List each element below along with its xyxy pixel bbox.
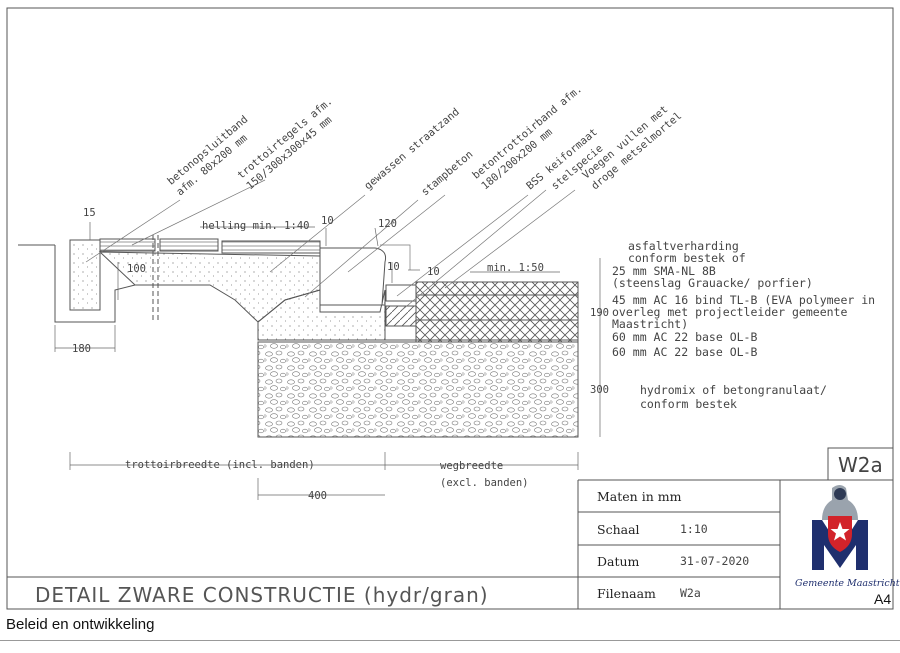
sma-layer	[415, 281, 579, 296]
logo-figure-icon	[822, 485, 858, 520]
dim-400: 400	[308, 490, 327, 502]
cross-section	[18, 235, 579, 438]
dim-min150: min. 1:50	[487, 262, 544, 274]
tb-maten: Maten in mm	[597, 489, 682, 504]
dim-wegbreedte: wegbreedte	[440, 460, 503, 472]
trottoirtegel-3	[221, 240, 321, 254]
dim-300: 300	[590, 384, 609, 396]
footer-divider	[0, 640, 900, 641]
dim-wegbreedte-excl: (excl. banden)	[440, 477, 529, 489]
drawing-title: DETAIL ZWARE CONSTRUCTIE (hydr/gran)	[35, 583, 489, 607]
dim-120: 120	[378, 218, 397, 230]
dim-trottoirbreedte: trottoirbreedte (incl. banden)	[125, 459, 315, 471]
label-trottoirtegels: trottoirtegels afm.	[235, 95, 335, 181]
betonopsluitband	[69, 239, 101, 311]
label-voegen: Voegen vullen met	[580, 103, 670, 181]
dim-10c: 10	[427, 266, 440, 278]
dimension-lines	[54, 222, 601, 500]
betontrottoirband	[319, 247, 386, 306]
note-ac16-maastricht: Maastricht)	[612, 317, 688, 331]
note-sma-steenslag: (steenslag Grauacke/ porfier)	[612, 276, 813, 290]
paper-size: A4	[874, 591, 891, 607]
title-block-frame	[7, 447, 894, 609]
dim-10b: 10	[387, 261, 400, 273]
note-ac16-overleg: overleg met projectleider gemeente	[612, 305, 847, 319]
tb-schaal-label: Schaal	[597, 522, 640, 537]
drawing-code: W2a	[838, 453, 883, 477]
leader-lines	[85, 179, 576, 311]
tb-schaal-value: 1:10	[680, 522, 708, 536]
dimension-labels: 15 100 180 helling min. 1:40 10 120 10 1…	[72, 207, 609, 502]
dim-helling: helling min. 1:40	[202, 220, 309, 232]
tb-filenaam-value: W2a	[680, 586, 701, 600]
footer-label: Beleid en ontwikkeling	[6, 616, 155, 633]
note-asfalt-bestek: conform bestek of	[628, 251, 746, 265]
label-stampbeton: stampbeton	[419, 148, 475, 198]
ac16-layer	[415, 294, 579, 321]
layer-notes: asfaltverharding conform bestek of 25 mm…	[612, 239, 875, 411]
note-hydromix: hydromix of betongranulaat/	[640, 383, 827, 397]
note-ac22b: 60 mm AC 22 base OL-B	[612, 345, 757, 359]
logo-text: Gemeente Maastricht	[795, 578, 900, 589]
leader-labels: betonopsluitband afm. 80x200 mm trottoir…	[165, 83, 684, 198]
sheet-frame	[6, 7, 894, 610]
bss-keiformaat-bottom	[385, 305, 417, 327]
dim-10a: 10	[321, 215, 334, 227]
note-asfalt: asfaltverharding	[628, 239, 739, 253]
gemeente-logo: Gemeente Maastricht	[795, 485, 900, 589]
dim-180: 180	[72, 343, 91, 355]
dim-100: 100	[127, 263, 146, 275]
tb-filenaam-label: Filenaam	[597, 586, 656, 601]
ac22-layers	[415, 319, 579, 343]
trottoirtegel-1	[99, 238, 156, 252]
trottoirtegel-2	[159, 238, 219, 252]
tb-datum-label: Datum	[597, 554, 640, 569]
note-ac16: 45 mm AC 16 bind TL-B (EVA polymeer in	[612, 293, 875, 307]
note-ac22a: 60 mm AC 22 base OL-B	[612, 330, 757, 344]
tb-datum-value: 31-07-2020	[680, 554, 749, 568]
foundation-hydromix	[257, 341, 579, 438]
note-sma: 25 mm SMA-NL 8B	[612, 264, 716, 278]
note-hydromix-bestek: conform bestek	[640, 397, 737, 411]
dim-190: 190	[590, 307, 609, 319]
dim-15: 15	[83, 207, 96, 219]
